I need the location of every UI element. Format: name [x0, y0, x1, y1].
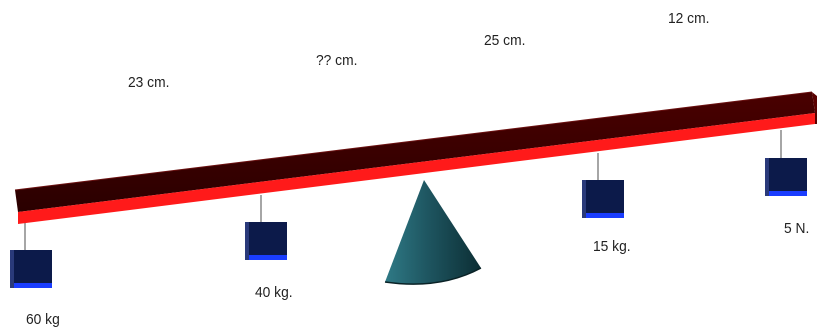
weight-label-3: 15 kg. — [593, 238, 631, 255]
weight-block-3 — [582, 180, 624, 218]
distance-label-1: 23 cm. — [128, 74, 170, 91]
distance-label-3: 25 cm. — [484, 32, 526, 49]
distance-label-2: ?? cm. — [316, 52, 358, 69]
weight-label-2: 40 kg. — [255, 284, 293, 301]
weight-block-1 — [10, 250, 52, 288]
fulcrum-cone-icon — [384, 180, 482, 285]
beam-edge — [14, 91, 813, 191]
beam-end — [812, 92, 817, 124]
weight-label-1: 60 kg — [26, 311, 60, 328]
weight-block-4 — [765, 158, 807, 196]
beam-face — [15, 92, 815, 212]
beam-underside — [18, 113, 815, 224]
lever-beam — [14, 91, 817, 224]
weight-label-4: 5 N. — [784, 220, 810, 237]
weight-block-2 — [245, 222, 287, 260]
hanging-strings — [24, 130, 782, 250]
distance-label-4: 12 cm. — [668, 10, 710, 27]
